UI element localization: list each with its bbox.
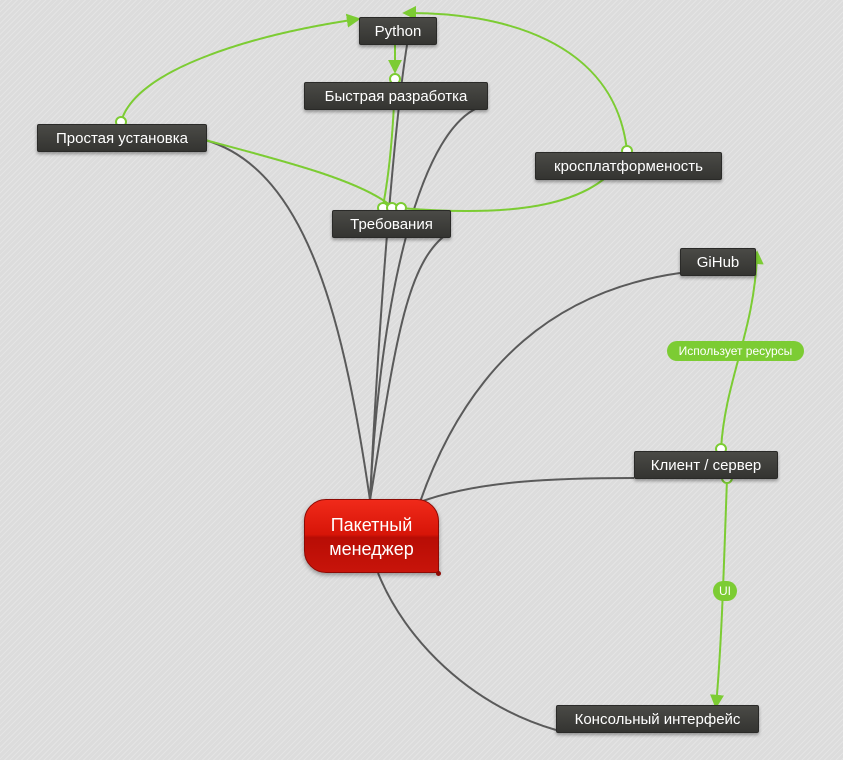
node-python[interactable]: Python [359,17,437,45]
node-simple-install-label: Простая установка [55,130,188,147]
node-python-label: Python [374,23,422,40]
relation-label-uses-resources-text: Использует ресурсы [678,344,793,358]
node-requirements[interactable]: Требования [332,210,451,238]
link-central-requirements [369,231,451,501]
node-requirements-label: Требования [350,216,433,233]
node-crossplatform[interactable]: кросплатформеность [535,152,722,180]
central-node-line2: менеджер [329,539,414,559]
link-central-fast-dev [369,104,487,501]
relation-simple-install-python [120,13,361,123]
node-crossplatform-label: кросплатформеность [554,158,703,175]
relation-label-uses-resources[interactable]: Использует ресурсы [667,341,804,361]
central-node-resize-handle[interactable] [436,571,441,576]
node-github[interactable]: GiHub [680,248,756,276]
node-github-label: GiHub [696,254,740,271]
central-node[interactable]: Пакетный менеджер [304,499,439,573]
central-node-line1: Пакетный [330,515,413,535]
node-client-server-label: Клиент / сервер [650,457,762,474]
link-central-client-server [419,477,635,503]
relation-crossplatform-python [402,5,628,152]
node-simple-install[interactable]: Простая установка [37,124,207,152]
link-central-simple-install [204,139,371,501]
relation-label-ui[interactable]: UI [713,581,737,601]
node-client-server[interactable]: Клиент / сервер [634,451,778,479]
link-central-console [377,572,557,731]
node-console-label: Консольный интерфейс [574,711,741,728]
node-fast-dev[interactable]: Быстрая разработка [304,82,488,110]
node-fast-dev-label: Быстрая разработка [324,88,468,105]
relation-label-ui-text: UI [719,584,731,598]
node-console[interactable]: Консольный интерфейс [556,705,759,733]
link-central-github [419,272,681,503]
relation-simple-install-requirements [204,139,392,207]
